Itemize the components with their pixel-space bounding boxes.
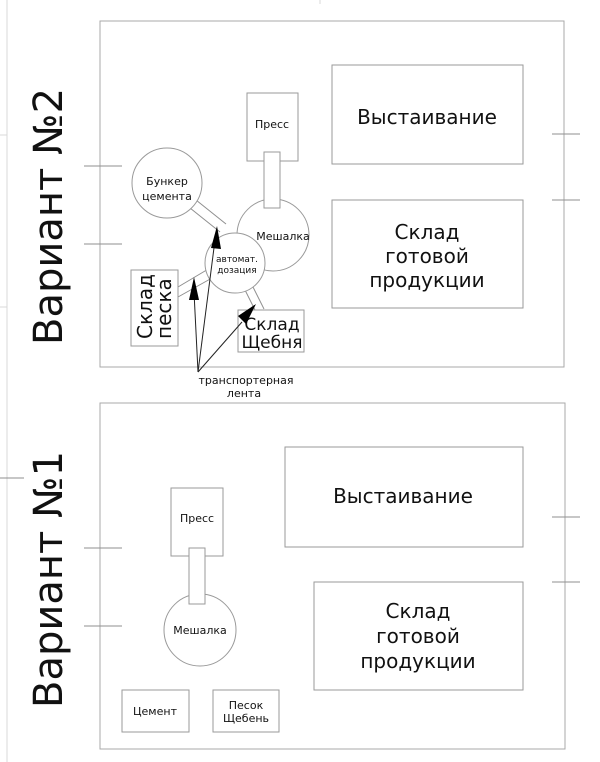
conveyor-band	[189, 207, 221, 233]
variant1-warehouse-line3: продукции	[360, 649, 475, 673]
variant2-auto-dosing-line2: дозация	[217, 266, 256, 276]
variant1-title: Вариант №1	[26, 451, 72, 708]
variant1-press-box	[170, 487, 224, 557]
variant1-mixer-label: Мешалка	[173, 624, 226, 637]
variant1-warehouse-line2: готовой	[376, 624, 460, 648]
variant2-press-connector	[263, 151, 281, 209]
arrow-head-icon	[189, 277, 199, 300]
variant2-gravel-storage-line2: Щебня	[242, 333, 303, 353]
variant2-curing-label: Выстаивание	[357, 105, 497, 129]
variant2-title: Вариант №2	[26, 88, 72, 345]
variant2-sand-storage-box	[130, 269, 179, 347]
variant2-warehouse-line1: Склад	[395, 220, 460, 244]
variant1-curing-box	[284, 446, 524, 548]
variant1-frame	[99, 402, 566, 750]
variant1-warehouse-line1: Склад	[386, 599, 451, 623]
variant2-press-box	[246, 92, 299, 162]
variant2-conveyor-line1: транспортерная	[199, 374, 294, 387]
arrow-line	[197, 321, 243, 373]
variant1-press-connector	[188, 547, 206, 605]
variant1-warehouse-box	[313, 581, 524, 691]
variant1-cement-box	[121, 689, 190, 733]
variant1-sand-gravel-box	[212, 689, 280, 733]
variant2-cement-bunker-line2: цемента	[142, 190, 192, 203]
conveyor-band	[244, 289, 257, 313]
variant1-sand-gravel-line1: Песок	[229, 699, 264, 712]
arrow-line	[193, 291, 199, 373]
variant2-auto-dosing-line1: автомат.	[216, 255, 258, 265]
conveyor-band	[195, 199, 227, 225]
variant2-cement-bunker-circle	[131, 147, 203, 219]
variant2-press-label: Пресс	[255, 118, 289, 131]
variant2-warehouse-line2: готовой	[385, 244, 469, 268]
conveyor-band	[252, 286, 265, 310]
variant2-gravel-storage-line1: Склад	[244, 315, 299, 335]
variant1-sand-gravel-line2: Щебень	[223, 712, 269, 725]
variant2-sand-storage-line1: Склад	[133, 274, 157, 339]
variant2-mixer-label: Мешалка	[256, 230, 309, 243]
variant2-cement-bunker-line1: Бункер	[146, 175, 188, 188]
variant1-cement-label: Цемент	[133, 705, 178, 718]
arrow-head-icon	[211, 226, 221, 249]
variant2-frame	[99, 20, 565, 368]
arrow-line	[197, 239, 216, 373]
variant2-curing-box	[331, 64, 524, 165]
variant2-warehouse-box	[331, 199, 524, 309]
variant1-press-label: Пресс	[180, 512, 214, 525]
variant2-warehouse-line3: продукции	[369, 268, 484, 292]
arrow-head-icon	[238, 304, 256, 324]
variant1-curing-label: Выстаивание	[333, 484, 473, 508]
variant2-group: Вариант №2 Выстаивание Склад готовой про…	[26, 20, 580, 400]
variant2-sand-storage-line2: песка	[152, 278, 176, 339]
variant2-conveyor-line2: лента	[227, 387, 261, 400]
variant1-group: Вариант №1 Выстаивание Склад готовой про…	[26, 402, 580, 750]
variant2-conveyor-arrows	[189, 226, 256, 373]
